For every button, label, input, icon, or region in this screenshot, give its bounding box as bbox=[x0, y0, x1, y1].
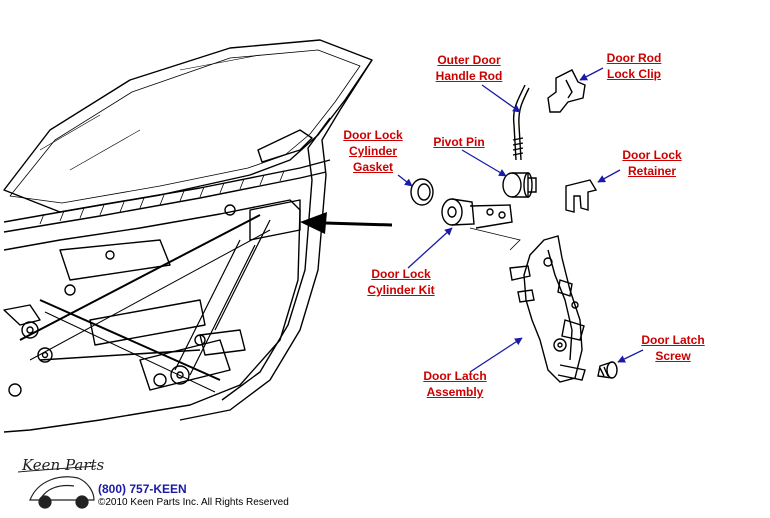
label-door-lock-cylinder-gasket: Door Lock Cylinder Gasket bbox=[343, 128, 403, 174]
label-outer-door-handle-rod: Outer Door Handle Rod bbox=[435, 53, 503, 83]
label-door-lock-retainer: Door Lock Retainer bbox=[622, 148, 682, 178]
part-pivot-pin bbox=[502, 172, 537, 198]
label-door-lock-cylinder-kit: Door Lock Cylinder Kit bbox=[367, 267, 435, 297]
part-door-lock-cylinder-kit bbox=[441, 198, 521, 251]
leader-door-lock-cylinder-gasket bbox=[397, 174, 413, 187]
leader-door-rod-lock-clip bbox=[579, 67, 604, 81]
label-door-latch-assembly: Door Latch Assembly bbox=[423, 369, 487, 399]
leader-door-latch-assembly bbox=[469, 337, 523, 373]
leader-outer-door-handle-rod bbox=[481, 84, 521, 113]
leader-arrows bbox=[397, 67, 644, 373]
copyright-text: ©2010 Keen Parts Inc. All Rights Reserve… bbox=[98, 497, 289, 508]
part-door-lock-cylinder-gasket bbox=[410, 178, 434, 206]
leader-door-lock-retainer bbox=[597, 169, 621, 183]
logo-text: Keen Parts bbox=[22, 456, 105, 474]
door-shell-drawing bbox=[3, 39, 373, 433]
label-door-rod-lock-clip: Door Rod Lock Clip bbox=[606, 51, 662, 81]
assembly-direction-arrow bbox=[300, 212, 393, 234]
label-door-latch-screw: Door Latch Screw bbox=[641, 333, 705, 363]
label-pivot-pin: Pivot Pin bbox=[433, 135, 485, 149]
part-door-rod-lock-clip bbox=[547, 69, 586, 113]
part-door-latch-screw bbox=[597, 361, 618, 379]
part-door-latch-assembly bbox=[509, 235, 586, 383]
leader-pivot-pin bbox=[461, 149, 507, 177]
leader-door-latch-screw bbox=[617, 349, 644, 363]
part-outer-door-handle-rod bbox=[512, 84, 530, 161]
phone-number: (800) 757-KEEN bbox=[98, 482, 187, 496]
part-door-lock-retainer bbox=[565, 179, 598, 213]
keen-parts-logo-drawing bbox=[17, 465, 97, 509]
leader-door-lock-cylinder-kit bbox=[407, 227, 453, 269]
